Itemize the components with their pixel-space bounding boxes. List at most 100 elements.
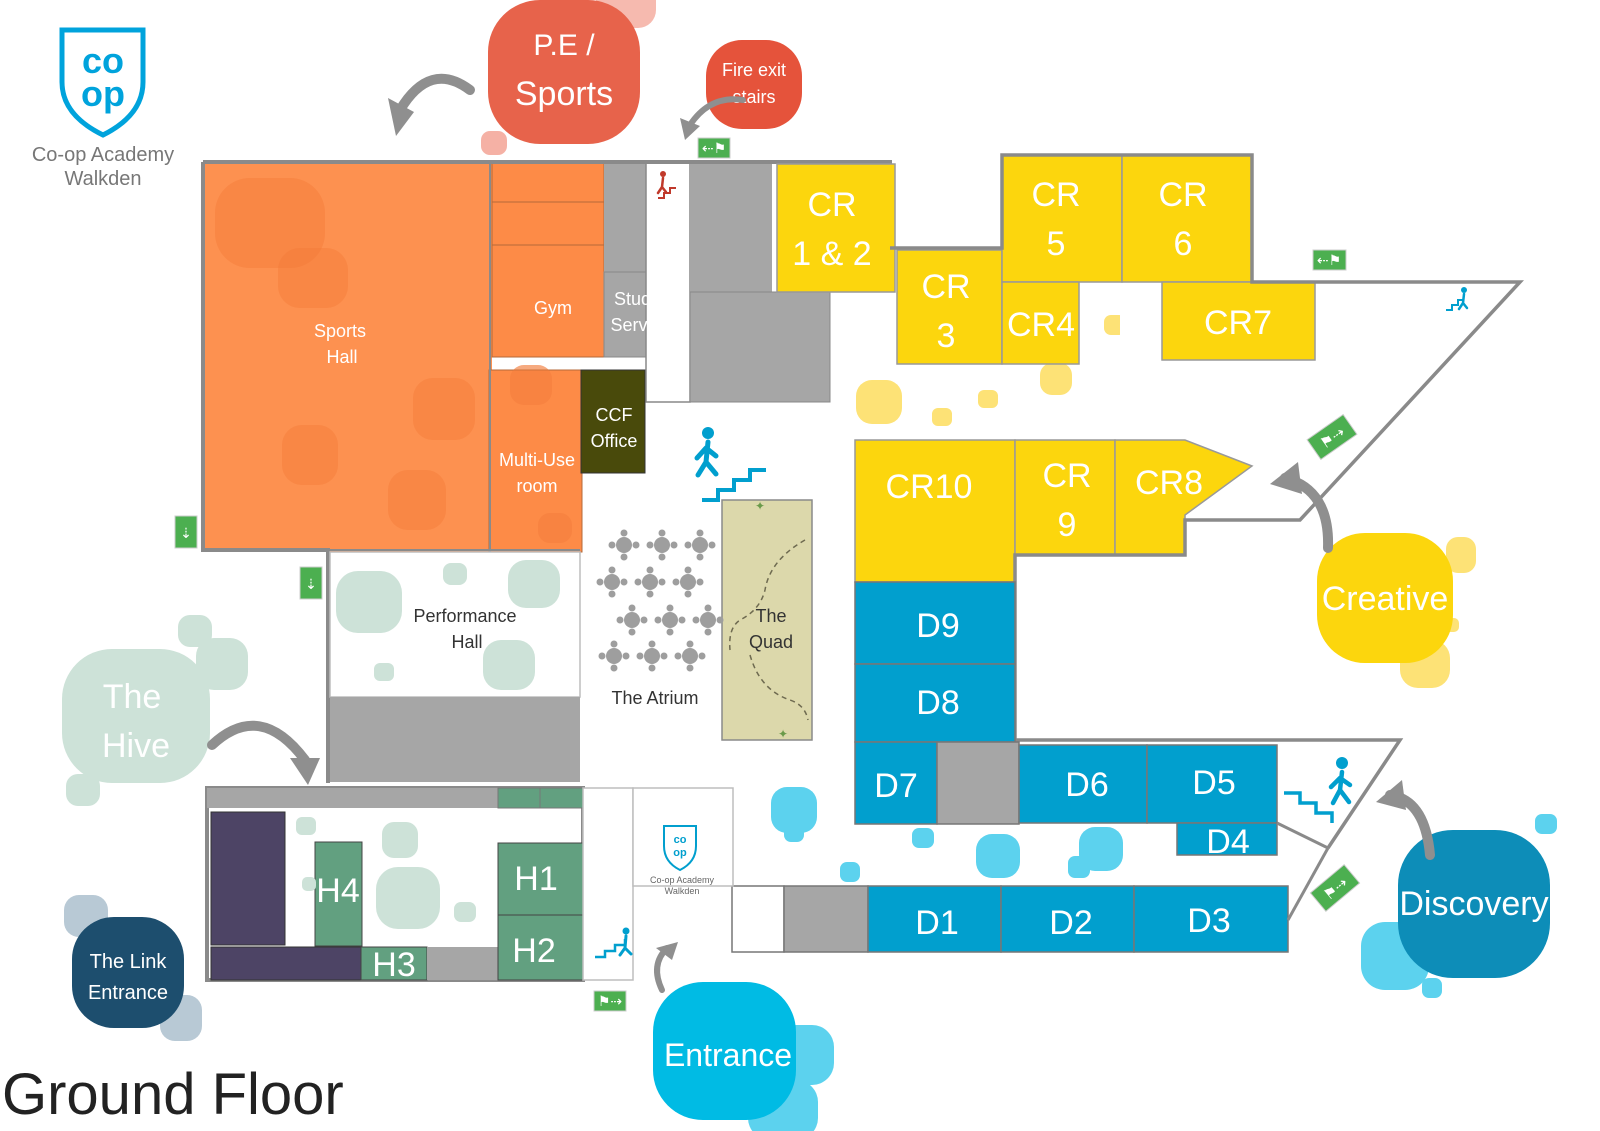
room-cr12[interactable] xyxy=(776,163,896,293)
fire-stairs-icon xyxy=(656,171,676,199)
svg-text:Hive: Hive xyxy=(102,727,170,765)
svg-text:CR7: CR7 xyxy=(1204,304,1272,342)
room-d2[interactable] xyxy=(1000,885,1135,953)
svg-text:CR: CR xyxy=(1042,457,1091,495)
svg-text:The Atrium: The Atrium xyxy=(611,688,698,708)
svg-text:co: co xyxy=(82,40,124,81)
svg-text:Multi-Use: Multi-Use xyxy=(499,450,575,470)
discovery-wing xyxy=(731,581,1289,953)
fire-exit-sign-icon: ⇠⚑ xyxy=(1312,249,1347,271)
room-d4[interactable] xyxy=(1176,822,1278,856)
svg-text:Walkden: Walkden xyxy=(665,886,700,896)
svg-text:Discovery: Discovery xyxy=(1399,885,1548,923)
svg-text:room: room xyxy=(516,476,557,496)
room-d7[interactable] xyxy=(854,741,938,825)
fire-exit-sign-icon: ⚑⇢ xyxy=(1309,863,1361,913)
svg-text:D6: D6 xyxy=(1065,766,1108,804)
stairs-icon xyxy=(595,927,633,959)
svg-text:op: op xyxy=(81,73,125,114)
multi-use-room[interactable] xyxy=(488,369,583,553)
svg-text:CR8: CR8 xyxy=(1135,464,1203,502)
hive-wing xyxy=(205,786,734,982)
svg-text:H3: H3 xyxy=(372,946,415,984)
svg-text:3: 3 xyxy=(937,317,956,355)
reception-logo: co op Co-op Academy Walkden xyxy=(650,825,715,896)
sports-hall[interactable] xyxy=(205,162,492,552)
zone-pe-sports[interactable]: P.E / Sports xyxy=(488,0,640,144)
zone-discovery[interactable]: Discovery xyxy=(1398,830,1550,978)
room-cr4[interactable] xyxy=(1001,281,1080,365)
school-name-line2: Walkden xyxy=(64,168,141,190)
svg-text:D9: D9 xyxy=(916,607,959,645)
svg-text:Hall: Hall xyxy=(451,632,482,652)
room-d8[interactable] xyxy=(854,663,1016,743)
zone-the-link[interactable]: The Link Entrance xyxy=(72,917,184,1028)
room-d9[interactable] xyxy=(854,581,1016,665)
svg-text:6: 6 xyxy=(1174,225,1193,263)
svg-text:H4: H4 xyxy=(316,872,359,910)
svg-text:H2: H2 xyxy=(512,932,555,970)
svg-text:H1: H1 xyxy=(514,860,557,898)
svg-text:Sports: Sports xyxy=(314,321,366,341)
svg-text:CR: CR xyxy=(807,186,856,224)
svg-text:Gym: Gym xyxy=(534,298,572,318)
the-quad[interactable] xyxy=(721,499,813,741)
zone-fire-exit[interactable]: Fire exit stairs xyxy=(706,40,802,129)
svg-text:D3: D3 xyxy=(1187,902,1230,940)
svg-text:✦: ✦ xyxy=(778,727,788,741)
zone-the-hive[interactable]: The Hive xyxy=(62,649,210,783)
room-cr10[interactable] xyxy=(854,439,1016,583)
ccf-office[interactable] xyxy=(580,369,646,474)
room-cr7[interactable] xyxy=(1161,281,1316,361)
svg-text:co: co xyxy=(674,834,687,846)
floor-title: Ground Floor xyxy=(2,1062,344,1127)
room-d3[interactable] xyxy=(1133,885,1289,953)
fire-exit-sign-icon: ⇣ xyxy=(174,515,198,549)
room-cr3[interactable] xyxy=(896,249,1003,365)
svg-text:CR: CR xyxy=(1031,176,1080,214)
room-d6[interactable] xyxy=(1018,744,1148,824)
room-h2[interactable] xyxy=(497,914,584,981)
stairs-icon xyxy=(694,427,766,502)
school-name-line1: Co-op Academy xyxy=(32,144,174,166)
zone-entrance[interactable]: Entrance xyxy=(653,982,796,1120)
creative-wing xyxy=(776,154,1316,583)
svg-text:Co-op Academy: Co-op Academy xyxy=(650,875,715,885)
fire-exit-sign-icon: ⇣ xyxy=(299,566,323,600)
svg-text:D4: D4 xyxy=(1206,823,1249,861)
zone-creative[interactable]: Creative xyxy=(1317,533,1453,663)
atrium-tables xyxy=(596,529,724,672)
room-h3[interactable] xyxy=(360,946,428,981)
room-labels: Sports Hall Gym Student Services Multi-U… xyxy=(314,176,1272,984)
svg-text:9: 9 xyxy=(1058,506,1077,544)
sports-wing xyxy=(205,161,831,553)
svg-text:⚑⇢: ⚑⇢ xyxy=(598,993,623,1009)
svg-text:D8: D8 xyxy=(916,684,959,722)
svg-text:Quad: Quad xyxy=(749,632,793,652)
fire-exit-sign-icon: ⇠⚑ xyxy=(697,137,731,159)
svg-text:Entrance: Entrance xyxy=(88,982,168,1004)
svg-text:D1: D1 xyxy=(915,904,958,942)
svg-text:The: The xyxy=(755,606,786,626)
room-d5[interactable] xyxy=(1146,744,1278,824)
svg-text:CR10: CR10 xyxy=(886,468,973,506)
arrow-head-icon xyxy=(290,98,1406,960)
fire-exit-sign-icon: ⚑⇢ xyxy=(593,990,627,1012)
room-h4[interactable] xyxy=(314,841,363,947)
svg-text:Hall: Hall xyxy=(326,347,357,367)
svg-text:⇣: ⇣ xyxy=(305,576,317,592)
svg-text:D2: D2 xyxy=(1049,904,1092,942)
svg-text:✦: ✦ xyxy=(755,499,765,513)
svg-text:D5: D5 xyxy=(1192,764,1235,802)
svg-text:CR: CR xyxy=(1158,176,1207,214)
svg-text:Office: Office xyxy=(591,431,638,451)
svg-text:⇠⚑: ⇠⚑ xyxy=(702,140,726,156)
svg-text:The Link: The Link xyxy=(90,951,168,973)
svg-text:D7: D7 xyxy=(874,767,917,805)
svg-text:Entrance: Entrance xyxy=(664,1037,792,1073)
svg-text:Creative: Creative xyxy=(1322,580,1449,618)
svg-text:op: op xyxy=(673,847,687,859)
svg-text:5: 5 xyxy=(1047,225,1066,263)
svg-text:Student: Student xyxy=(614,289,676,309)
